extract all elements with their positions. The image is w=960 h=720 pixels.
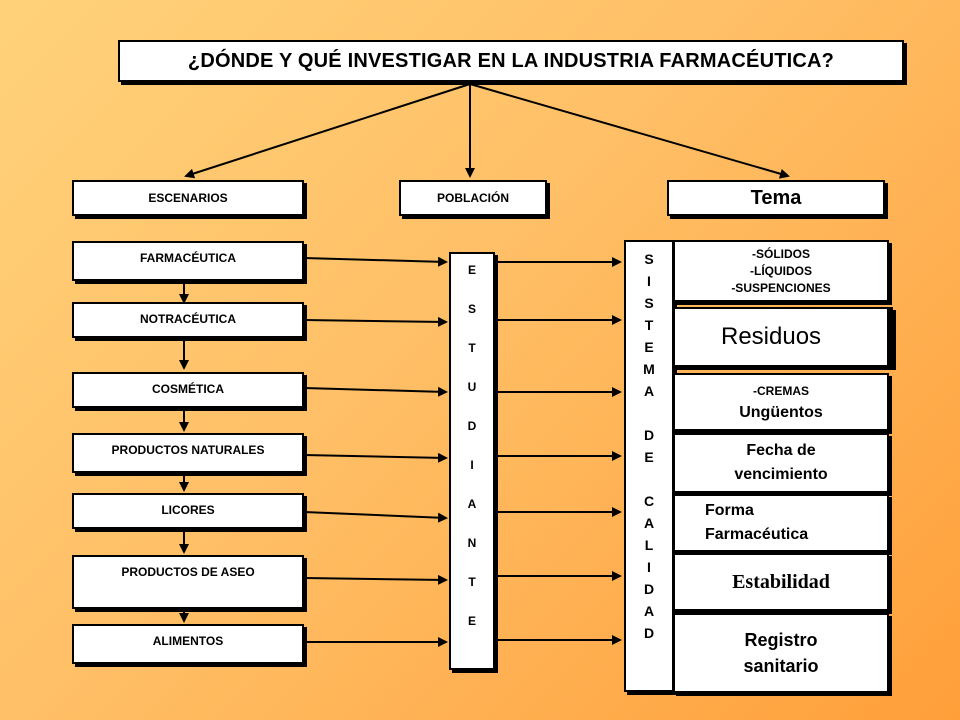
sistema-letter: T — [644, 317, 654, 333]
sistema-letter: D — [643, 581, 655, 597]
estudiante-letter: D — [467, 419, 477, 433]
arrow-l-4 — [303, 452, 448, 463]
estudiante-letter: T — [468, 341, 476, 355]
tema-line: sanitario — [743, 656, 819, 676]
estudiante-letter: A — [467, 497, 477, 511]
escenario-productos-naturales: PRODUCTOS NATURALES — [72, 433, 304, 473]
sistema-letter: I — [647, 273, 651, 289]
sistema-letter: S — [644, 295, 654, 311]
estudiante-letter: T — [468, 575, 476, 589]
estudiante-letter: E — [467, 263, 476, 277]
sistema-letter: A — [643, 383, 655, 399]
tema-line: -SUSPENCIONES — [731, 280, 831, 295]
escenario-alimentos: ALIMENTOS — [72, 624, 304, 664]
tema-line: Farmacéutica — [705, 526, 809, 543]
estudiante-letter: N — [467, 536, 477, 550]
estudiante-letter: U — [467, 380, 477, 394]
sistema-letter: C — [643, 493, 655, 509]
sistema-letter: S — [644, 251, 654, 267]
arrow-to-tema — [469, 83, 790, 179]
page-title: ¿DÓNDE Y QUÉ INVESTIGAR EN LA INDUSTRIA … — [118, 40, 904, 82]
tema-line: Forma — [705, 502, 754, 519]
sistema-letter: M — [643, 361, 655, 377]
tema-estabilidad: Estabilidad — [673, 553, 889, 611]
escenario-cosmetica: COSMÉTICA — [72, 372, 304, 408]
tema-registro-sanitario: Registro sanitario — [673, 613, 889, 693]
tema-line: Estabilidad — [732, 570, 830, 593]
tema-line: -SÓLIDOS — [751, 246, 810, 261]
tema-line: Fecha de — [746, 442, 816, 459]
header-tema: Tema — [667, 180, 885, 216]
tema-fecha-vencimiento: Fecha de vencimiento — [673, 433, 889, 493]
estudiante-letter: I — [470, 458, 474, 472]
tema-solidos-liquidos: -SÓLIDOS -LÍQUIDOS -SUSPENCIONES — [673, 240, 889, 302]
escenario-notraceutica: NOTRACÉUTICA — [72, 302, 304, 338]
tema-line: Residuos — [721, 323, 822, 350]
sistema-letter: E — [644, 339, 654, 355]
arrow-l-5 — [303, 511, 448, 523]
tema-line: vencimiento — [734, 466, 828, 483]
escenario-productos-de-aseo: PRODUCTOS DE ASEO — [72, 555, 304, 609]
sistema-letter: D — [643, 625, 655, 641]
estudiante-letter: S — [467, 302, 476, 316]
arrow-l-6 — [303, 574, 448, 585]
sistema-letter: D — [643, 427, 655, 443]
sistema-letter: A — [643, 515, 655, 531]
sistema-de-calidad-vertical: S I S T E M A D E C A L I D A D — [624, 240, 674, 692]
header-poblacion: POBLACIÓN — [399, 180, 547, 216]
sistema-letter: I — [647, 559, 651, 575]
arrow-l-2 — [303, 316, 448, 327]
escenario-licores: LICORES — [72, 493, 304, 529]
tema-cremas-unguentos: -CREMAS Ungüentos — [673, 373, 889, 431]
sistema-letter: A — [643, 603, 655, 619]
tema-line: Registro — [744, 630, 818, 650]
sistema-letter: E — [644, 449, 654, 465]
arrow-l-3 — [303, 386, 448, 397]
estudiante-letter: E — [467, 614, 476, 628]
tema-line: Ungüentos — [739, 404, 823, 421]
tema-forma-farmaceutica: Forma Farmacéutica — [673, 494, 889, 552]
tema-residuos: Residuos — [673, 307, 893, 367]
tema-line: -CREMAS — [753, 384, 809, 398]
arrow-to-escenarios — [184, 83, 471, 179]
estudiante-vertical: E S T U D I A N T E — [449, 252, 495, 670]
header-escenarios: ESCENARIOS — [72, 180, 304, 216]
escenario-farmaceutica: FARMACÉUTICA — [72, 241, 304, 281]
sistema-letter: L — [644, 537, 654, 553]
tema-line: -LÍQUIDOS — [750, 263, 812, 278]
arrow-l-1 — [303, 256, 448, 267]
